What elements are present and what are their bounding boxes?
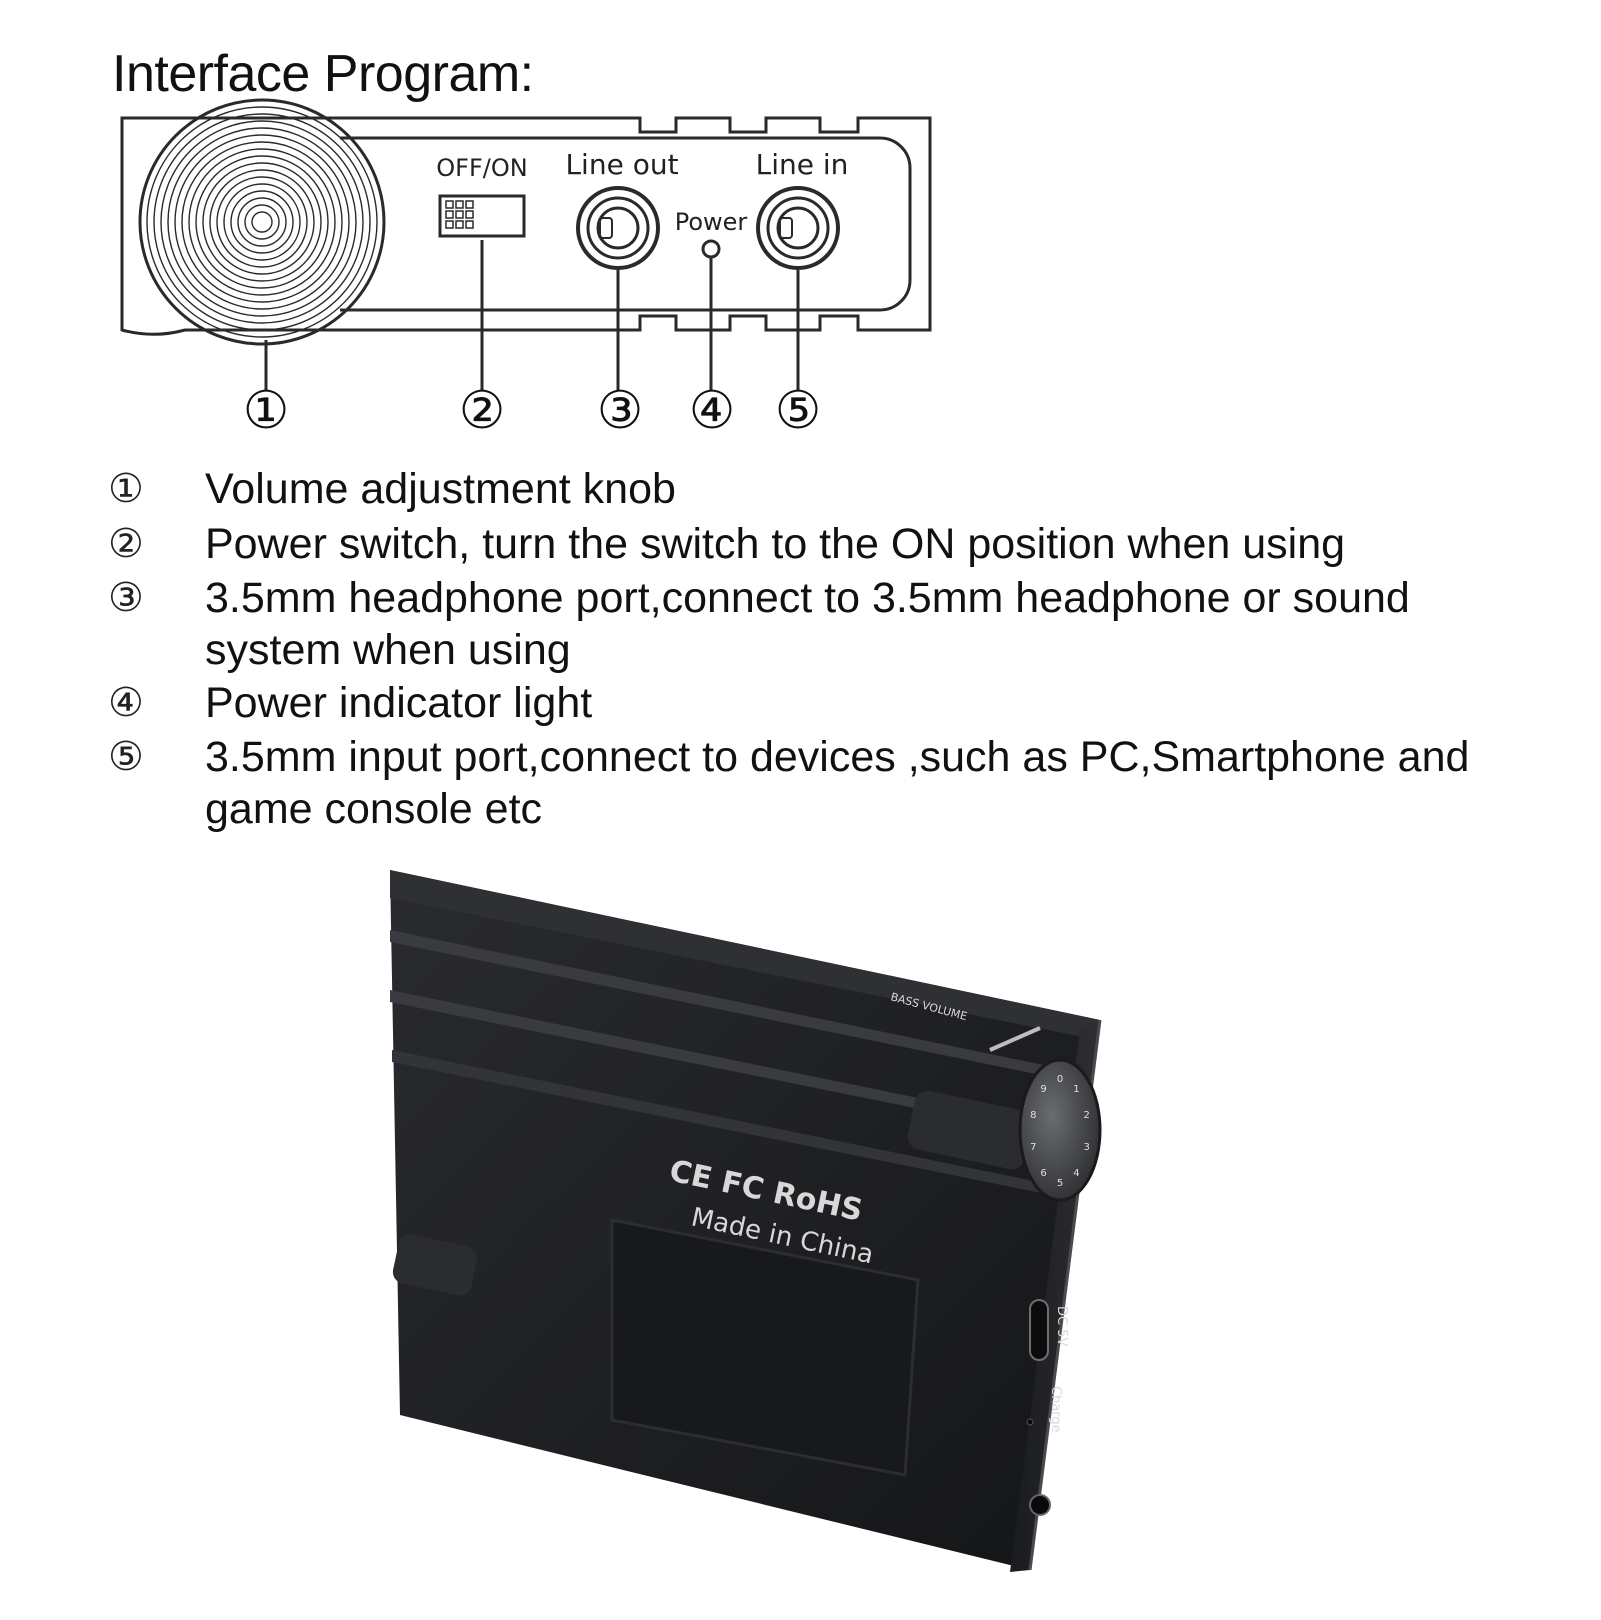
device-fin	[390, 990, 1085, 1142]
device-fin	[390, 930, 1092, 1085]
line-out-jack	[576, 186, 660, 270]
knob-ring	[188, 148, 336, 296]
legend-item: ⑤ 3.5mm input port,connect to devices ,s…	[108, 731, 1568, 835]
dial-number: 1	[1073, 1084, 1079, 1095]
dial-number: 0	[1057, 1074, 1063, 1085]
switch-grip-cell	[465, 200, 474, 209]
legend-number: ⑤	[108, 734, 144, 780]
knob-ring	[181, 141, 343, 303]
knob-ring	[146, 106, 378, 338]
knob-ring	[244, 204, 280, 240]
volume-knob	[138, 98, 386, 346]
switch-grip-cell	[465, 220, 474, 229]
legend-text: 3.5mm headphone port,connect to 3.5mm he…	[205, 574, 1410, 674]
device-fin	[392, 1050, 1078, 1200]
knob-ring	[167, 127, 357, 317]
knob-ring	[251, 211, 273, 233]
switch-grip-cell	[445, 220, 454, 229]
knob-ring	[138, 98, 386, 346]
line-in-label: Line in	[756, 148, 849, 181]
bass-volume-indicator	[989, 1026, 1041, 1052]
switch-grip-cell	[455, 200, 464, 209]
knob-ring	[209, 169, 315, 275]
legend-text: Power switch, turn the switch to the ON …	[205, 520, 1346, 568]
legend-number: ③	[108, 575, 144, 621]
knob-ring	[237, 197, 287, 247]
callout-1: ①	[243, 381, 290, 441]
device-label-plate	[610, 1218, 920, 1477]
device-hinge-bottom	[392, 1234, 478, 1296]
knob-ring	[216, 176, 308, 268]
dial-number: 9	[1040, 1084, 1046, 1095]
callout-5: ⑤	[775, 381, 822, 441]
callout-3: ③	[597, 381, 644, 441]
knob-ring	[202, 162, 322, 282]
dial-number: 8	[1030, 1110, 1036, 1121]
legend-number: ④	[108, 680, 144, 726]
power-switch-grip	[445, 200, 474, 229]
dial-number: 6	[1040, 1168, 1046, 1179]
legend-text: Power indicator light	[205, 679, 593, 727]
charge-label: Charge	[1048, 1386, 1063, 1433]
usb-c-port	[1029, 1299, 1049, 1361]
knob-ring	[160, 120, 364, 324]
switch-label: OFF/ON	[436, 154, 527, 182]
knob-dial-numbers: 01 2 3 456 7 8 9	[1030, 1074, 1090, 1189]
dial-number: 2	[1083, 1110, 1089, 1121]
dc-label: DC 5V	[1054, 1306, 1069, 1346]
panel-outline	[120, 116, 932, 336]
charge-led	[1026, 1418, 1034, 1426]
line-in-jack	[756, 186, 840, 270]
switch-grip-cell	[465, 210, 474, 219]
device-hinge-top	[907, 1090, 1033, 1170]
interface-panel-diagram: OFF/ON Line out Power Line in ① ② ③	[120, 98, 932, 441]
audio-jack	[1029, 1494, 1051, 1516]
switch-grip-cell	[445, 200, 454, 209]
legend-text: 3.5mm input port,connect to devices ,suc…	[205, 733, 1470, 833]
dial-number: 4	[1073, 1168, 1079, 1179]
legend-number: ②	[108, 521, 144, 567]
knob-ring	[230, 190, 294, 254]
bass-volume-knob	[1018, 1058, 1102, 1202]
knob-ring	[153, 113, 371, 331]
legend-number: ①	[108, 466, 144, 512]
page-title: Interface Program:	[112, 45, 534, 103]
dial-number: 5	[1057, 1178, 1063, 1189]
legend-item: ① Volume adjustment knob	[108, 462, 1568, 517]
legend-item: ④ Power indicator light	[108, 676, 1568, 731]
panel-inner-plate	[340, 136, 912, 312]
dial-number: 7	[1030, 1142, 1036, 1153]
callout-2: ②	[459, 381, 506, 441]
switch-grip-cell	[455, 210, 464, 219]
knob-ring	[195, 155, 329, 289]
knob-ring	[174, 134, 350, 310]
switch-grip-cell	[445, 210, 454, 219]
power-label: Power	[675, 208, 748, 236]
legend-item: ③ 3.5mm headphone port,connect to 3.5mm …	[108, 572, 1568, 676]
callout-4: ④	[689, 381, 736, 441]
power-switch-body	[438, 194, 526, 238]
legend-item: ② Power switch, turn the switch to the O…	[108, 517, 1568, 572]
switch-grip-cell	[455, 220, 464, 229]
device-fin	[390, 870, 1100, 1040]
power-led	[701, 239, 721, 259]
legend-text: Volume adjustment knob	[205, 465, 676, 513]
dial-number: 3	[1083, 1142, 1089, 1153]
legend-list: ① Volume adjustment knob ② Power switch,…	[108, 462, 1568, 835]
line-out-label: Line out	[565, 148, 678, 181]
knob-ring	[223, 183, 301, 261]
